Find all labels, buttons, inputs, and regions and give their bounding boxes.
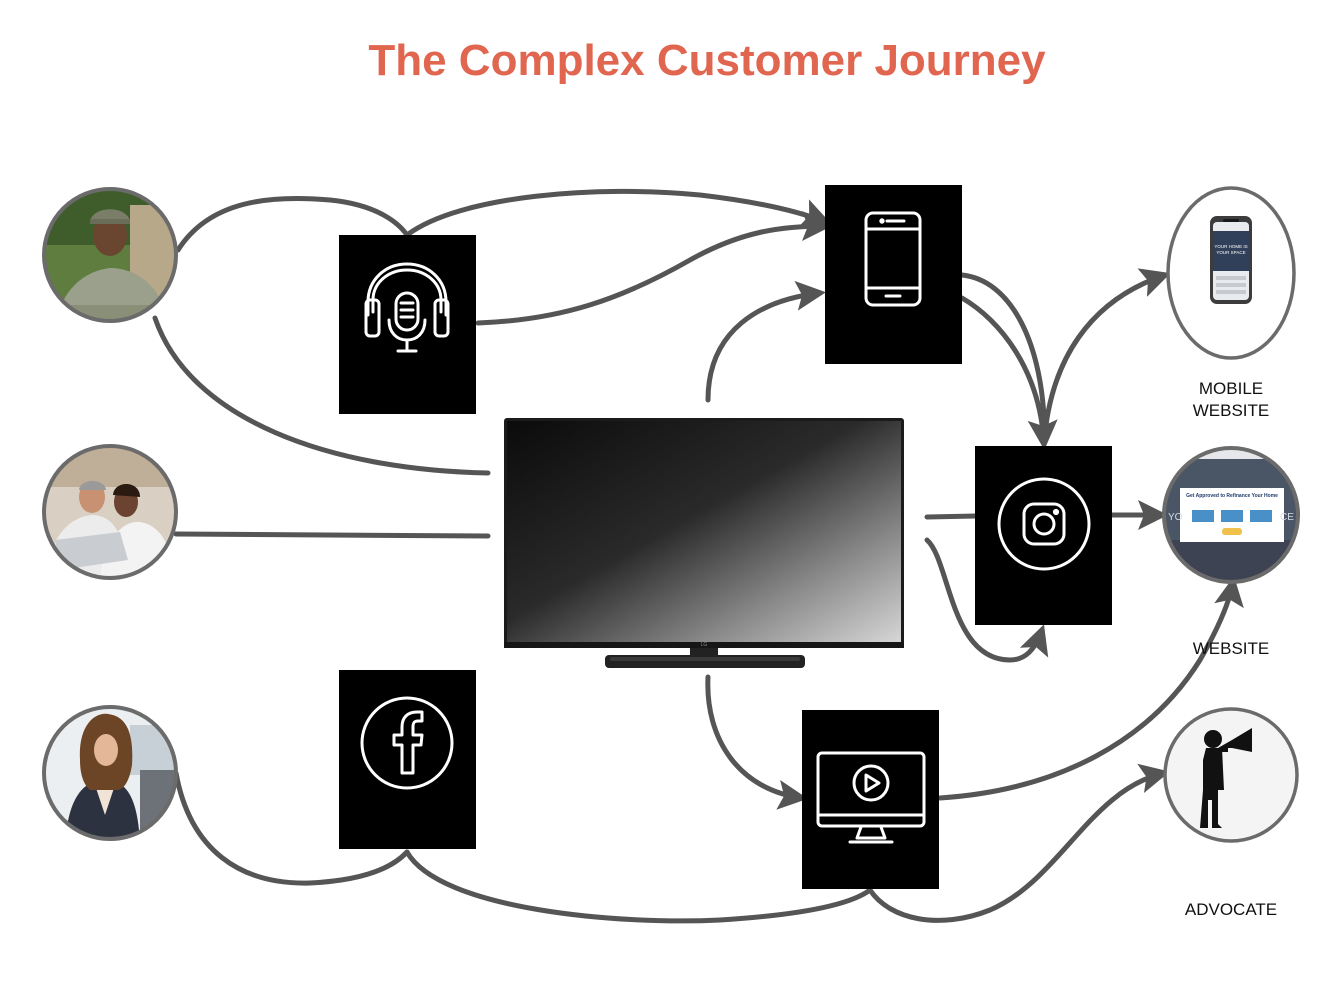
phone-screen-text-1: YOUR HOME IS [1214, 244, 1247, 249]
connector-video-website [937, 576, 1244, 801]
mobile-website-label: MOBILE WEBSITE [1171, 378, 1291, 422]
website-screen-heading: Get Approved to Refinance Your Home [1186, 493, 1278, 499]
advocate-label: ADVOCATE [1184, 900, 1278, 919]
connector-soldier-tv [152, 315, 491, 476]
website-screen-left-text: YO [1168, 512, 1183, 523]
mobile-website-node: YOUR HOME IS YOUR SPACE [1166, 186, 1296, 360]
connector-podcast-phone-top [404, 188, 832, 238]
instagram-icon [997, 477, 1091, 571]
video-box [802, 710, 939, 889]
website-screen-right-text: CE [1280, 512, 1294, 523]
connector-tv-instagram-bottom [924, 537, 1049, 663]
smartphone-icon [864, 211, 922, 307]
mobile-website-label-line2: WEBSITE [1192, 401, 1270, 420]
person-couple-node [42, 444, 178, 580]
connector-phone-instagram-b [959, 295, 1058, 450]
person-soldier-node [42, 187, 178, 323]
facebook-icon [360, 696, 454, 790]
connector-woman-facebook [173, 770, 410, 886]
website-label: WEBSITE [1192, 639, 1270, 658]
mobile-website-label-line1: MOBILE [1198, 379, 1264, 398]
person-woman-node [42, 705, 178, 841]
connector-soldier-podcast [175, 196, 410, 253]
phone-screen-text-2: YOUR SPACE [1216, 250, 1245, 255]
connector-video-advocate [867, 763, 1170, 923]
connector-tv-video [705, 674, 808, 810]
tv-node: LG [504, 418, 904, 668]
television-icon: LG [701, 642, 708, 648]
connector-podcast-phone [475, 211, 832, 326]
connector-couple-tv [173, 531, 491, 539]
facebook-box [339, 670, 476, 849]
instagram-box [975, 446, 1112, 625]
connector-tv-instagram [924, 513, 979, 520]
advocate-node [1163, 707, 1299, 843]
mobile-box [825, 185, 962, 364]
website-node: Get Approved to Refinance Your Home YO C… [1162, 446, 1300, 584]
connector-lines [152, 188, 1244, 924]
connector-tv-phone [705, 280, 826, 403]
monitor-video-icon [816, 751, 926, 844]
podcast-box [339, 235, 476, 414]
page-title: The Complex Customer Journey [368, 36, 1046, 85]
podcast-headphones-icon [364, 262, 450, 353]
connector-instagram-mobile [1041, 268, 1171, 447]
connector-phone-instagram-a [959, 272, 1047, 421]
connector-facebook-video [404, 849, 873, 924]
